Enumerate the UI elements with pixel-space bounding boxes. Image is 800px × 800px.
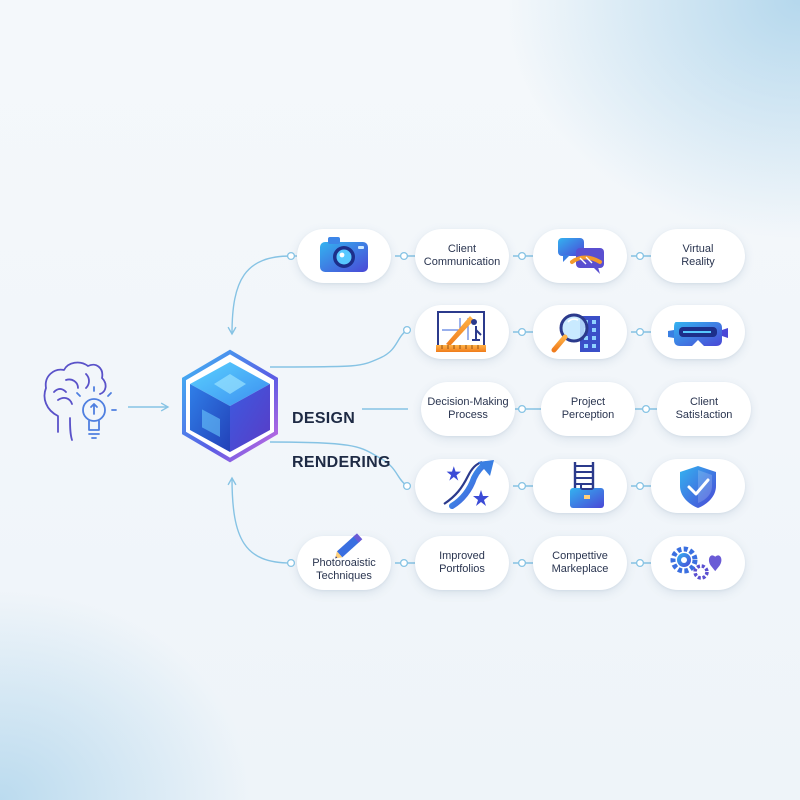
pill-competitive-marketplace: Compettive Markeplace <box>533 536 627 590</box>
node-client-communication: Client Communication <box>423 243 501 268</box>
node-decision-making: Decision-Making Process <box>427 396 509 421</box>
title-line-2: RENDERING <box>292 454 391 471</box>
pill-blueprint <box>415 305 509 359</box>
pill-magnifier <box>533 305 627 359</box>
node-virtual-reality: Virtual Reality <box>681 243 715 268</box>
pill-vr-headset <box>651 305 745 359</box>
node-photorealistic: Photoroaistic Techniques <box>312 557 376 582</box>
node-client-satisfaction: Client Satis!action <box>675 396 733 421</box>
brain-lightbulb-icon <box>43 361 117 441</box>
pill-project-perception: Project Perception <box>541 382 635 436</box>
node-competitive-marketplace: Compettive Markeplace <box>551 550 609 575</box>
pill-client-communication: Client Communication <box>415 229 509 283</box>
pill-camera <box>297 229 391 283</box>
pill-photorealistic: Photoroaistic Techniques <box>297 536 391 590</box>
title-line-1: DESIGN <box>292 410 356 427</box>
connector-bottom-loop <box>227 476 292 564</box>
pill-career <box>533 459 627 513</box>
node-project-perception: Project Perception <box>561 396 615 421</box>
pill-gears <box>651 536 745 590</box>
pill-growth <box>415 459 509 513</box>
connector-top-loop <box>227 255 292 336</box>
pill-decision-making: Decision-Making Process <box>421 382 515 436</box>
pill-chat-handshake <box>533 229 627 283</box>
pill-virtual-reality: Virtual Reality <box>651 229 745 283</box>
cube-icon <box>182 349 278 463</box>
pill-shield <box>651 459 745 513</box>
connector-hub-row2 <box>269 329 408 368</box>
node-improved-portfolios: Improved Portfolios <box>439 550 485 575</box>
pill-client-satisfaction: Client Satis!action <box>657 382 751 436</box>
connector-hub-row4 <box>269 441 408 487</box>
pill-improved-portfolios: Improved Portfolios <box>415 536 509 590</box>
diagram-title: DESIGN RENDERING <box>292 386 391 496</box>
